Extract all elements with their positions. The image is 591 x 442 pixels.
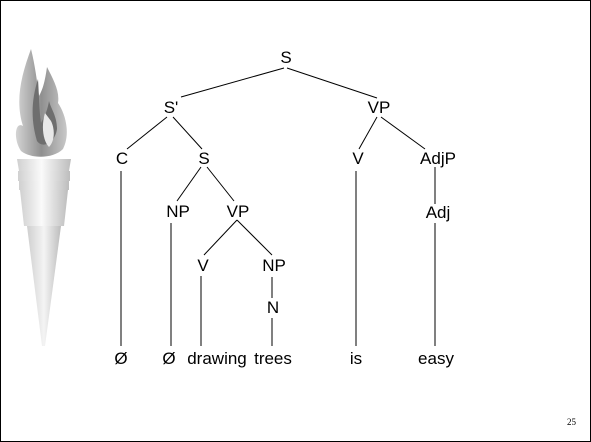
node-np-subject: NP [166, 202, 190, 221]
edge-vpinner-np [236, 219, 273, 256]
torch-icon [15, 49, 71, 346]
edge-sbar-c [126, 116, 168, 150]
node-s-bar: S' [164, 98, 179, 117]
slide-number: 25 [567, 417, 576, 427]
leaf-trees: trees [254, 349, 292, 368]
node-c: C [116, 149, 128, 168]
edge-s-np [176, 166, 202, 202]
edge-s-vp [286, 67, 378, 99]
node-s-inner: S [198, 149, 209, 168]
node-n: N [267, 298, 279, 317]
edge-vp-v [358, 116, 378, 150]
tree-edges [120, 67, 436, 346]
leaf-empty-complementizer: Ø [114, 349, 127, 368]
node-v-is: V [352, 149, 364, 168]
leaf-drawing: drawing [187, 349, 247, 368]
edge-s-sbar [180, 67, 285, 98]
node-v-drawing: V [197, 256, 209, 275]
node-s: S [280, 48, 291, 67]
edge-sbar-s [172, 116, 203, 150]
edge-vp-adjp [380, 116, 426, 150]
leaf-easy: easy [418, 349, 454, 368]
node-vp-inner: VP [227, 202, 250, 221]
node-np-object: NP [262, 256, 286, 275]
leaf-is: is [350, 349, 362, 368]
node-vp: VP [368, 98, 391, 117]
leaf-empty-subject: Ø [162, 349, 175, 368]
edge-s-vp-inner [206, 166, 235, 202]
node-adj: Adj [426, 203, 451, 222]
edge-vpinner-v [203, 219, 238, 256]
node-adjp: AdjP [420, 149, 456, 168]
